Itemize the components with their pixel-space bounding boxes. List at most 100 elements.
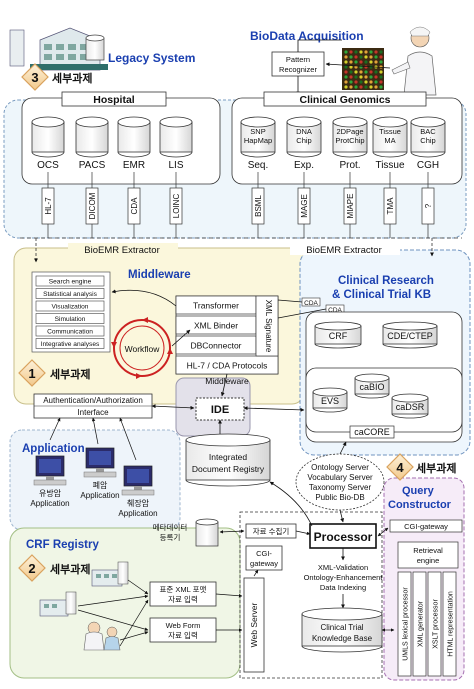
auth-ide-arrow <box>151 404 195 410</box>
chip-bottom-label: Chip <box>420 136 435 145</box>
integrated-document-registry: Integrated Document Registry <box>185 433 271 487</box>
badge-4-label: 세부과제 <box>416 461 456 475</box>
badge-3: 3 세부과제 <box>21 63 92 91</box>
genomics-standard-label: TMA <box>386 197 395 215</box>
hospital2-xml-arrow <box>77 594 149 607</box>
badge-4-number: 4 <box>396 460 404 475</box>
stack-label: HL-7 / CDA Protocols <box>187 361 268 371</box>
retrieval-engine-line2: engine <box>417 556 440 565</box>
tool-item <box>35 288 105 299</box>
app-label-line2: Application <box>80 491 119 500</box>
metadata-registry-line2: 등록기 <box>160 533 181 542</box>
kb-db-cabio: caBIO <box>354 373 390 399</box>
public-bio-db: Public Bio-DB <box>315 493 364 502</box>
collector-label: 자료 수집기 <box>253 526 290 536</box>
query-processor-box <box>442 571 457 677</box>
auth-app2-arrow <box>91 417 99 445</box>
chip-caption: Seq. <box>248 160 269 171</box>
vocabulary-server: Vocabulary Server <box>307 473 373 482</box>
query-processor-label: XML generator <box>418 600 425 647</box>
taxonomy-server: Taxonomy Server <box>309 483 372 492</box>
kb-db-cdectep: CDE/CTEP <box>382 321 438 349</box>
chip-top-label: SNP <box>250 127 265 136</box>
kb-cylinder-line1: Clinical Trial <box>320 623 363 632</box>
tool-label: Statistical analysis <box>43 291 98 298</box>
standard-box <box>169 187 183 225</box>
tool-item <box>35 338 105 349</box>
doctor-xml-arrow <box>119 599 149 647</box>
cda-tag-2-label: CDA <box>328 307 342 314</box>
clinical-trial-kb-cylinder: Clinical Trial Knowledge Base <box>301 607 383 653</box>
cda-tag-1-label: CDA <box>304 300 318 307</box>
middleware-ide-arrow <box>220 373 228 397</box>
badge-2: 2 세부과제 <box>18 554 90 582</box>
recognizer-link <box>297 39 342 52</box>
query-processor-box <box>427 571 442 677</box>
tool-item <box>35 313 105 324</box>
query-processor-box <box>412 571 427 677</box>
tool-item <box>35 300 105 312</box>
retrieval-engine-line1: Retrieval <box>413 546 443 555</box>
kb-db-evs: EVS <box>312 387 348 413</box>
genomics-standard-label: ? <box>424 203 433 208</box>
processor-box <box>309 523 377 549</box>
badge-3-label: 세부과제 <box>52 71 92 85</box>
clinical-research-title: Clinical Research <box>338 275 434 287</box>
retrieval-engine-box <box>397 541 459 569</box>
cda-link-1 <box>277 299 303 303</box>
workflow-cycle: Workflow <box>111 317 173 379</box>
kb-db-label: caBIO <box>359 382 384 392</box>
xml-input-line1: 표준 XML 포맷 <box>160 584 207 594</box>
hospital-db-label: PACS <box>79 160 106 171</box>
hospital-standard-label: HL-7 <box>44 197 53 215</box>
tool-item <box>35 325 105 337</box>
webserver-cgi-arrow <box>253 569 259 577</box>
standard-box <box>251 187 265 225</box>
badge-4: 4 세부과제 <box>386 453 456 481</box>
hospital-db-label: OCS <box>37 160 59 171</box>
query-processor-box <box>397 571 412 677</box>
badge-2-label: 세부과제 <box>50 562 90 576</box>
interface-label: Interface <box>77 408 109 417</box>
constructor-title: Constructor <box>388 499 452 511</box>
standard-box <box>343 187 357 225</box>
middleware-caption: Middleware <box>205 376 249 386</box>
query-title: Query <box>402 485 435 497</box>
stack-label: Transformer <box>193 301 239 311</box>
tool-label: Communication <box>47 329 93 336</box>
query-processor-label: XSLT processor <box>433 599 440 649</box>
hospital2-web-arrow <box>77 609 149 631</box>
hospital-db-lis: LIS <box>159 116 193 171</box>
legacy-system-title: Legacy System <box>108 51 195 65</box>
processor-step-1: XML-Validation <box>318 563 368 572</box>
application-title: Application <box>22 443 85 455</box>
auth-app3-arrow <box>119 417 137 461</box>
metadata-collector-arrow <box>219 529 245 534</box>
chip-caption: CGH <box>417 160 439 171</box>
genomics-standard-label: MIAPE <box>346 194 355 219</box>
middleware-title: Middleware <box>128 269 191 281</box>
hospital-db-label: EMR <box>123 160 145 171</box>
query-cgi-gateway: CGI-gateway <box>404 522 448 531</box>
chip-bottom-label: Chip <box>296 136 311 145</box>
badge-1-label: 세부과제 <box>50 367 90 381</box>
registry-line1: Integrated <box>209 452 248 462</box>
hospital-standard-label: CDA <box>130 197 139 215</box>
standard-box <box>421 187 435 225</box>
ide-kb-arrow <box>243 406 305 412</box>
chip-top-label: 2DPage <box>336 127 363 136</box>
badge-1: 1 세부과제 <box>18 359 90 387</box>
scientist-icon <box>391 26 437 96</box>
web-server-label: Web Server <box>249 602 259 647</box>
tool-label: Search engine <box>49 279 92 286</box>
small-hospital-icon <box>91 561 129 587</box>
auth-label: Authentication/Authorization <box>43 396 143 405</box>
xml-input-box <box>149 581 217 607</box>
kb-cylinder-line2: Knowledge Base <box>312 634 373 643</box>
standard-box <box>297 187 311 225</box>
scientist-to-recognizer-arrow <box>325 62 391 69</box>
genomics-standard-label: MAGE <box>300 194 309 218</box>
